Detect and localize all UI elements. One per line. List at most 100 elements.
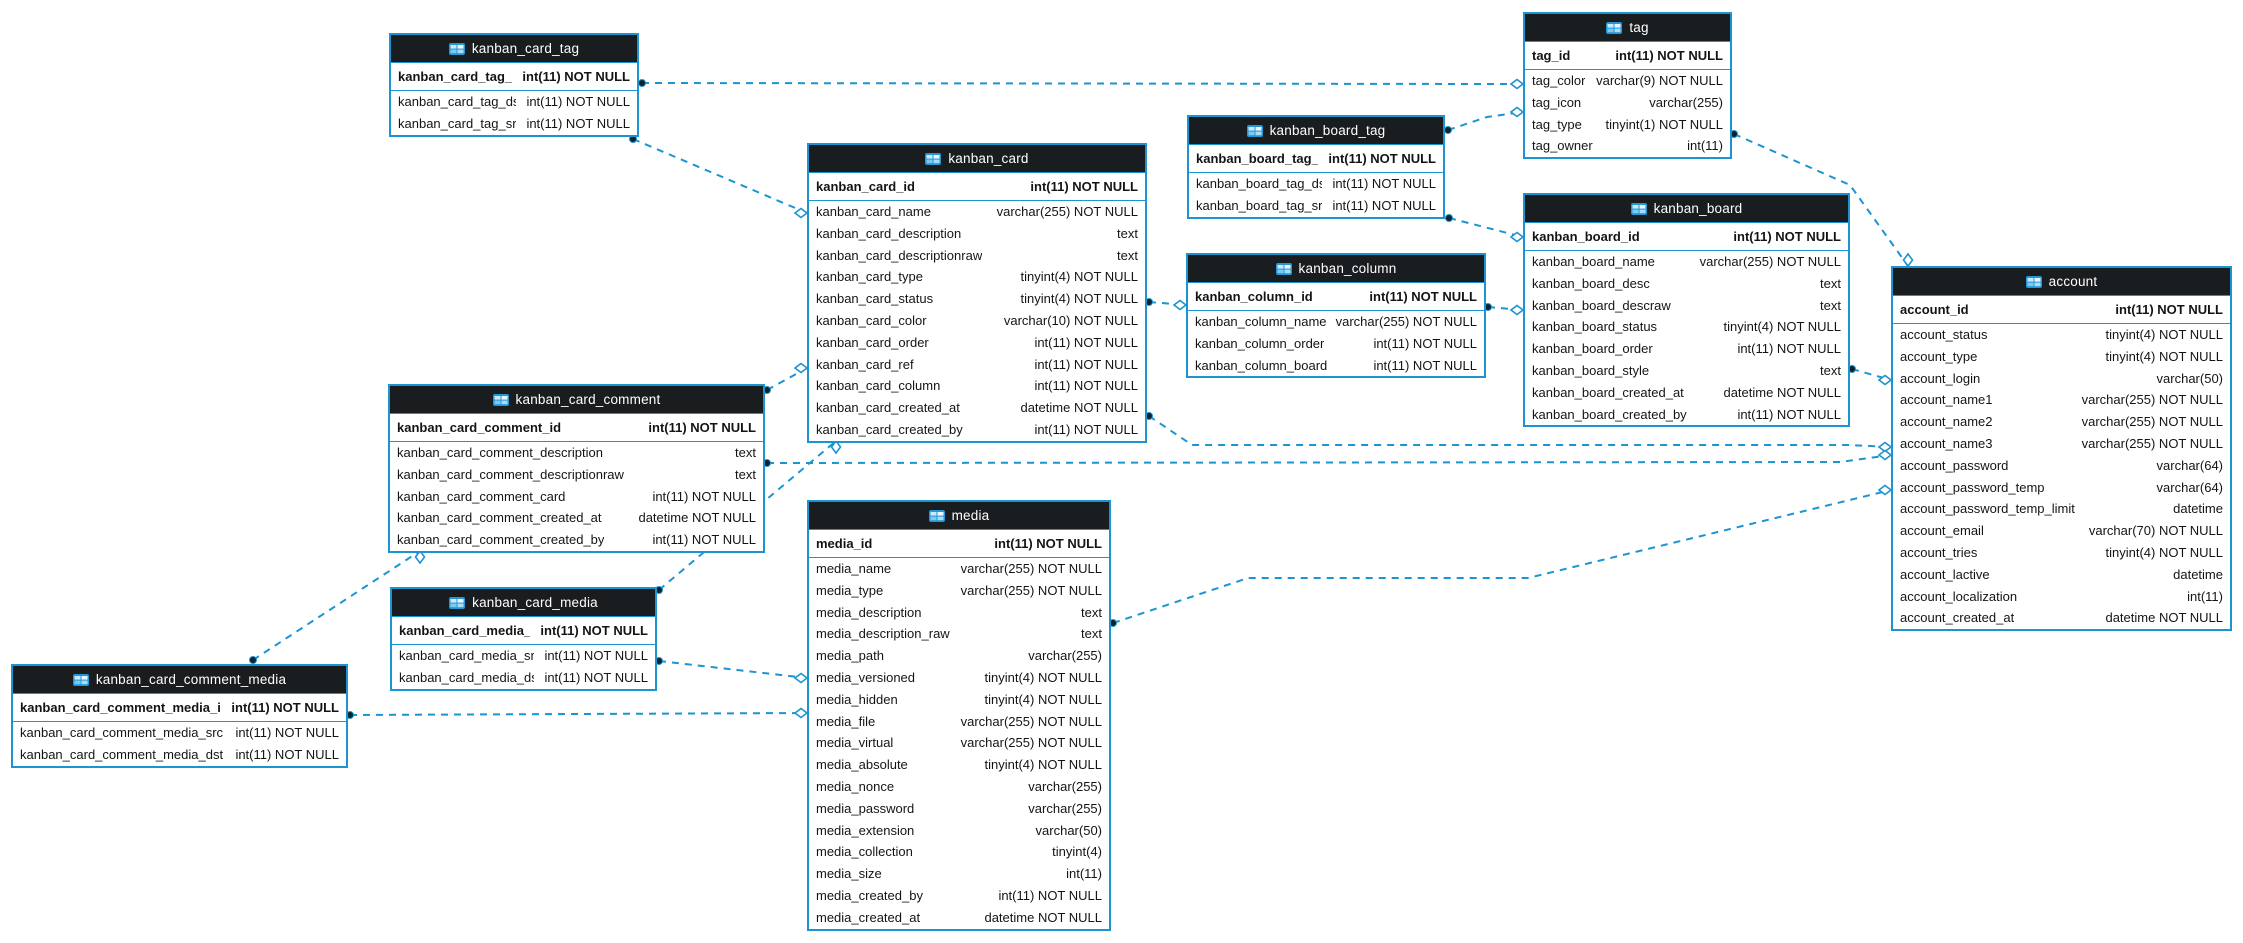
relationship-kanban_card_tag-to-tag[interactable] [638,78,1525,90]
table-kanban_card_comment_media[interactable]: kanban_card_comment_media kanban_card_co… [11,664,348,768]
relationship-line[interactable] [658,660,808,679]
table-kanban_card_comment[interactable]: kanban_card_comment kanban_card_comment_… [388,384,765,553]
table-header[interactable]: tag [1525,14,1730,42]
table-header[interactable]: kanban_column [1188,255,1484,283]
relationship-tag-to-account[interactable] [1730,130,1914,268]
table-header[interactable]: kanban_card_comment [390,386,763,414]
table-header[interactable]: account [1893,268,2230,296]
table-header[interactable]: kanban_board [1525,195,1848,223]
table-header[interactable]: kanban_card_media [392,589,655,617]
table-header[interactable]: kanban_board_tag [1189,117,1443,145]
relationship-media-to-account[interactable] [1109,484,1893,627]
relationship-kanban_card_comment_media-to-kanban_card_comment[interactable] [249,549,426,664]
relationship-kanban_card_media-to-kanban_card[interactable] [655,439,842,594]
relationship-line[interactable] [641,82,1523,85]
relationship-kanban_column-to-kanban_board[interactable] [1484,303,1525,316]
table-header[interactable]: media [809,502,1109,530]
relationship-line[interactable] [632,138,808,214]
relationship-kanban_board-to-account[interactable] [1848,365,1893,386]
table-header[interactable]: kanban_card_comment_media [13,666,346,694]
relationship-kanban_card-to-kanban_column[interactable] [1145,298,1188,311]
relationship-line[interactable] [1448,217,1524,238]
relationship-line[interactable] [1851,368,1892,381]
relationship-line[interactable] [1148,415,1892,448]
relationship-kanban_card_comment-to-account[interactable] [763,449,1893,467]
table-header[interactable]: kanban_card [809,145,1145,173]
relationship-line[interactable] [766,454,1892,464]
relationship-line[interactable] [1447,111,1524,131]
relationship-kanban_card_comment-to-kanban_card[interactable] [763,362,809,394]
relationship-kanban_card_comment_media-to-media[interactable] [346,707,809,719]
relationship-line[interactable] [1112,489,1892,624]
relationship-line[interactable] [349,712,808,716]
